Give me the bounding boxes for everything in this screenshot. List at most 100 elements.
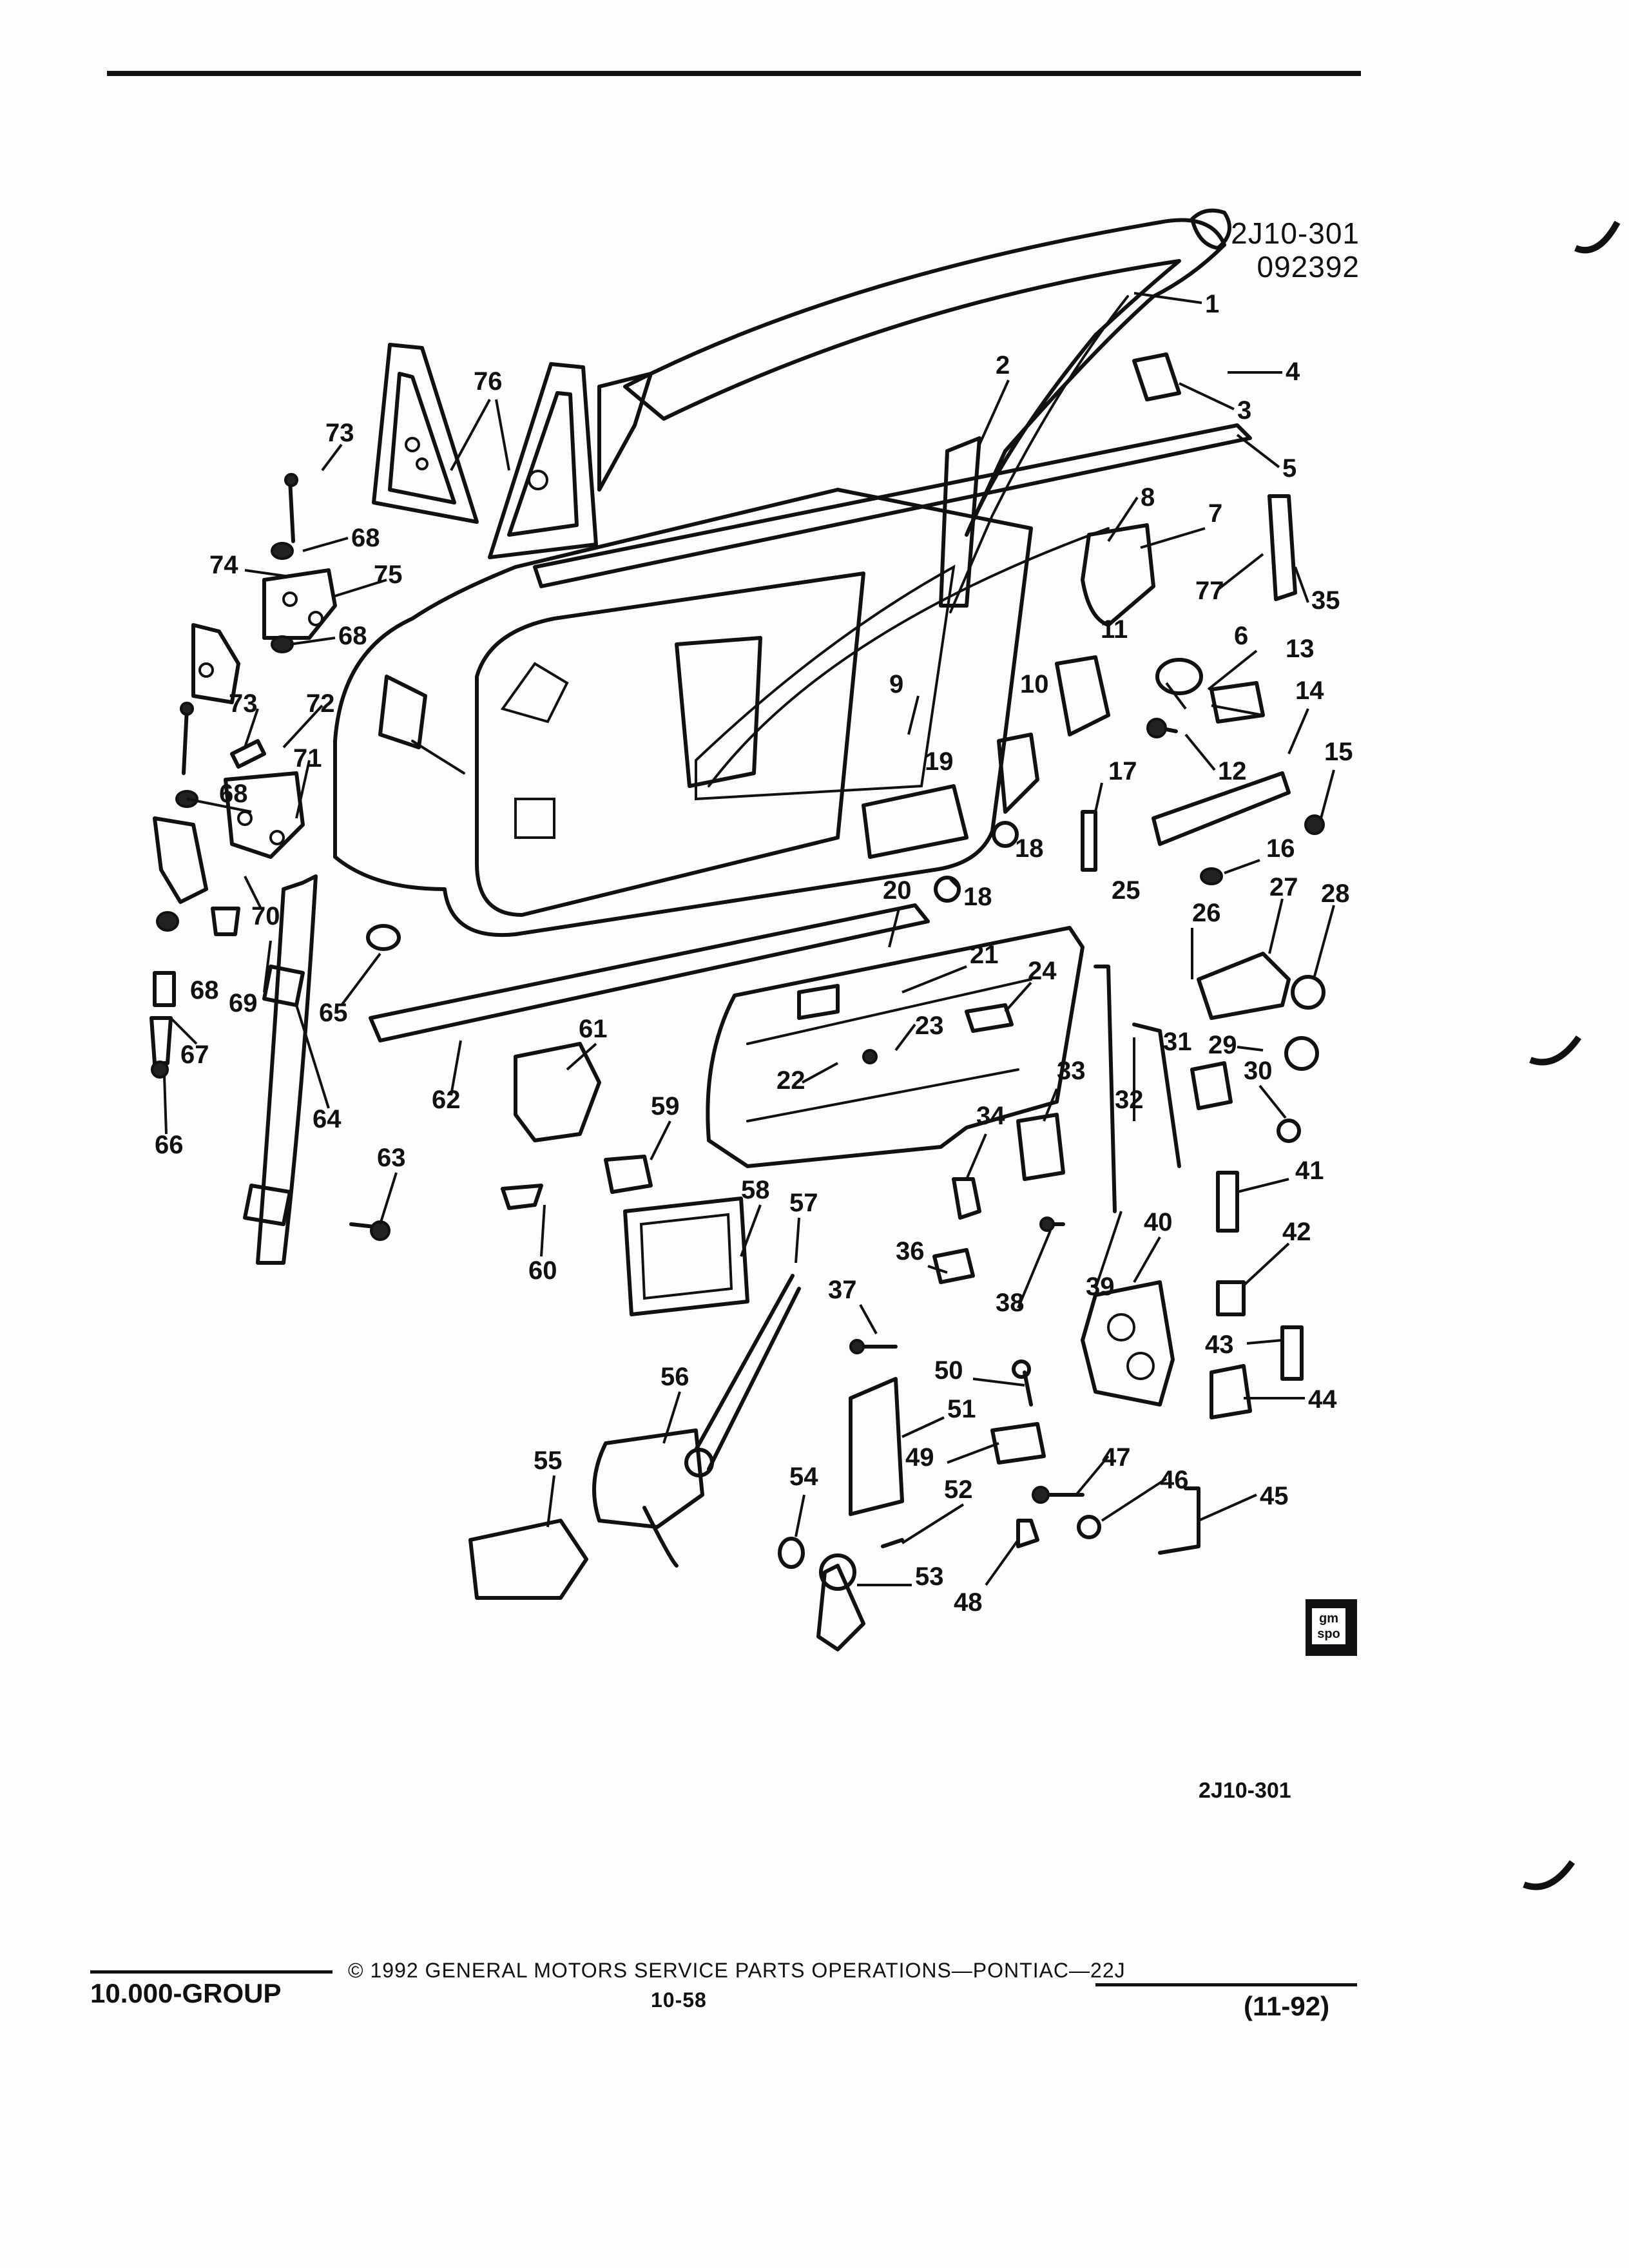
footer-rule-right [1095, 1983, 1357, 1986]
lock-rod [1094, 965, 1117, 1213]
callout: 69 [229, 989, 258, 1017]
callout: 68 [338, 622, 367, 650]
belt-molding [533, 423, 1252, 588]
callout: 4 [1286, 358, 1300, 386]
outside-handle [1197, 952, 1291, 1020]
callout: 45 [1260, 1482, 1289, 1510]
callout: 33 [1057, 1057, 1086, 1085]
callout: 1 [1205, 290, 1219, 318]
callout: 74 [209, 551, 238, 579]
callout: 68 [219, 780, 248, 808]
callout: 20 [883, 876, 912, 905]
callout-labels: 1 2 3 4 5 6 7 8 9 10 11 12 13 14 15 16 1… [155, 290, 1353, 1617]
plug [366, 924, 401, 951]
window-regulator [592, 1428, 704, 1529]
reference-code-line-1: 2J10-301 [1231, 216, 1360, 250]
callout: 37 [828, 1276, 857, 1304]
callout: 64 [313, 1105, 342, 1133]
callout: 10 [1020, 670, 1049, 698]
door-hinge-parts [149, 473, 337, 1079]
callout: 73 [229, 689, 258, 718]
callout: 29 [1208, 1031, 1237, 1059]
door-sill-seal [369, 903, 930, 1043]
callout: 41 [1295, 1157, 1324, 1185]
footer-copyright: © 1992 GENERAL MOTORS SERVICE PARTS OPER… [348, 1959, 1126, 1982]
gmspo-logo: gm spo [1306, 1599, 1357, 1656]
callout: 31 [1163, 1028, 1192, 1056]
callout: 51 [947, 1395, 976, 1423]
callout: 22 [776, 1066, 805, 1095]
callout: 5 [1282, 454, 1296, 483]
callout: 35 [1311, 586, 1340, 615]
door-latch [1081, 1280, 1175, 1407]
callout: 61 [579, 1015, 608, 1043]
callout: 44 [1308, 1385, 1337, 1414]
inside-handle [862, 784, 969, 859]
callout: 19 [925, 747, 954, 776]
callout: 11 [1101, 615, 1128, 644]
armrest-handle [514, 1042, 601, 1142]
window-crank [816, 1564, 865, 1651]
window-guide-channel [256, 874, 318, 1265]
callout: 32 [1115, 1086, 1144, 1114]
binder-mark [1529, 1035, 1582, 1066]
callout: 43 [1205, 1331, 1234, 1359]
callout: 40 [1144, 1208, 1173, 1236]
reference-code-line-2: 092392 [1257, 250, 1360, 284]
header-rule [107, 71, 1361, 76]
callout: 2 [996, 351, 1010, 380]
callout: 75 [374, 561, 403, 589]
footer-page-number: 10-58 [651, 1988, 707, 2012]
binder-mark [1523, 1860, 1576, 1890]
callout: 36 [896, 1237, 925, 1265]
diagram-reference: 2J10-301 [1199, 1778, 1291, 1803]
callout: 3 [1237, 396, 1251, 425]
callout: 6 [1234, 622, 1248, 650]
callout: 58 [741, 1176, 770, 1204]
callout: 49 [905, 1443, 934, 1472]
callout: 77 [1195, 577, 1224, 605]
callout: 8 [1141, 483, 1155, 512]
callout: 27 [1269, 873, 1298, 901]
callout: 9 [889, 670, 903, 698]
callout: 14 [1295, 677, 1324, 705]
footer-group: 10.000-GROUP [90, 1978, 282, 2008]
callout: 67 [180, 1041, 209, 1069]
reference-code: 2J10-301 092392 [1211, 216, 1360, 284]
footer-date: (11-92) [1244, 1991, 1330, 2021]
callout: 25 [1112, 876, 1141, 905]
callout: 26 [1192, 899, 1221, 927]
callout: 63 [377, 1144, 406, 1172]
callout: 13 [1286, 635, 1315, 663]
callout: 70 [251, 902, 280, 930]
callout: 52 [944, 1475, 973, 1504]
callout: 53 [915, 1562, 944, 1591]
callout: 15 [1324, 738, 1353, 766]
callout: 55 [534, 1446, 563, 1475]
callout: 73 [325, 419, 354, 447]
outside-mirror-parts [997, 352, 1325, 885]
door-window-frame [597, 208, 1231, 613]
callout: 60 [528, 1256, 557, 1285]
callout: 16 [1266, 834, 1295, 863]
gmspo-logo-text: gm spo [1312, 1608, 1345, 1644]
callout: 62 [432, 1086, 461, 1114]
leader-lines [163, 292, 1335, 1586]
callout: 66 [155, 1131, 184, 1159]
callout: 42 [1282, 1218, 1311, 1246]
window-motor [468, 1519, 588, 1600]
callout: 68 [190, 976, 219, 1004]
callout: 50 [934, 1356, 963, 1385]
window-switch-bezel [623, 1196, 749, 1316]
callout: 18 [963, 883, 992, 911]
callout: 21 [970, 941, 999, 969]
binder-mark [1574, 220, 1621, 254]
callout: 57 [789, 1189, 818, 1217]
inner-door-panel-frame [333, 488, 1110, 937]
vent-window [372, 343, 598, 559]
callout: 7 [1208, 499, 1222, 528]
callout: 48 [954, 1588, 983, 1617]
callout: 30 [1244, 1057, 1273, 1085]
callout: 56 [660, 1363, 689, 1391]
